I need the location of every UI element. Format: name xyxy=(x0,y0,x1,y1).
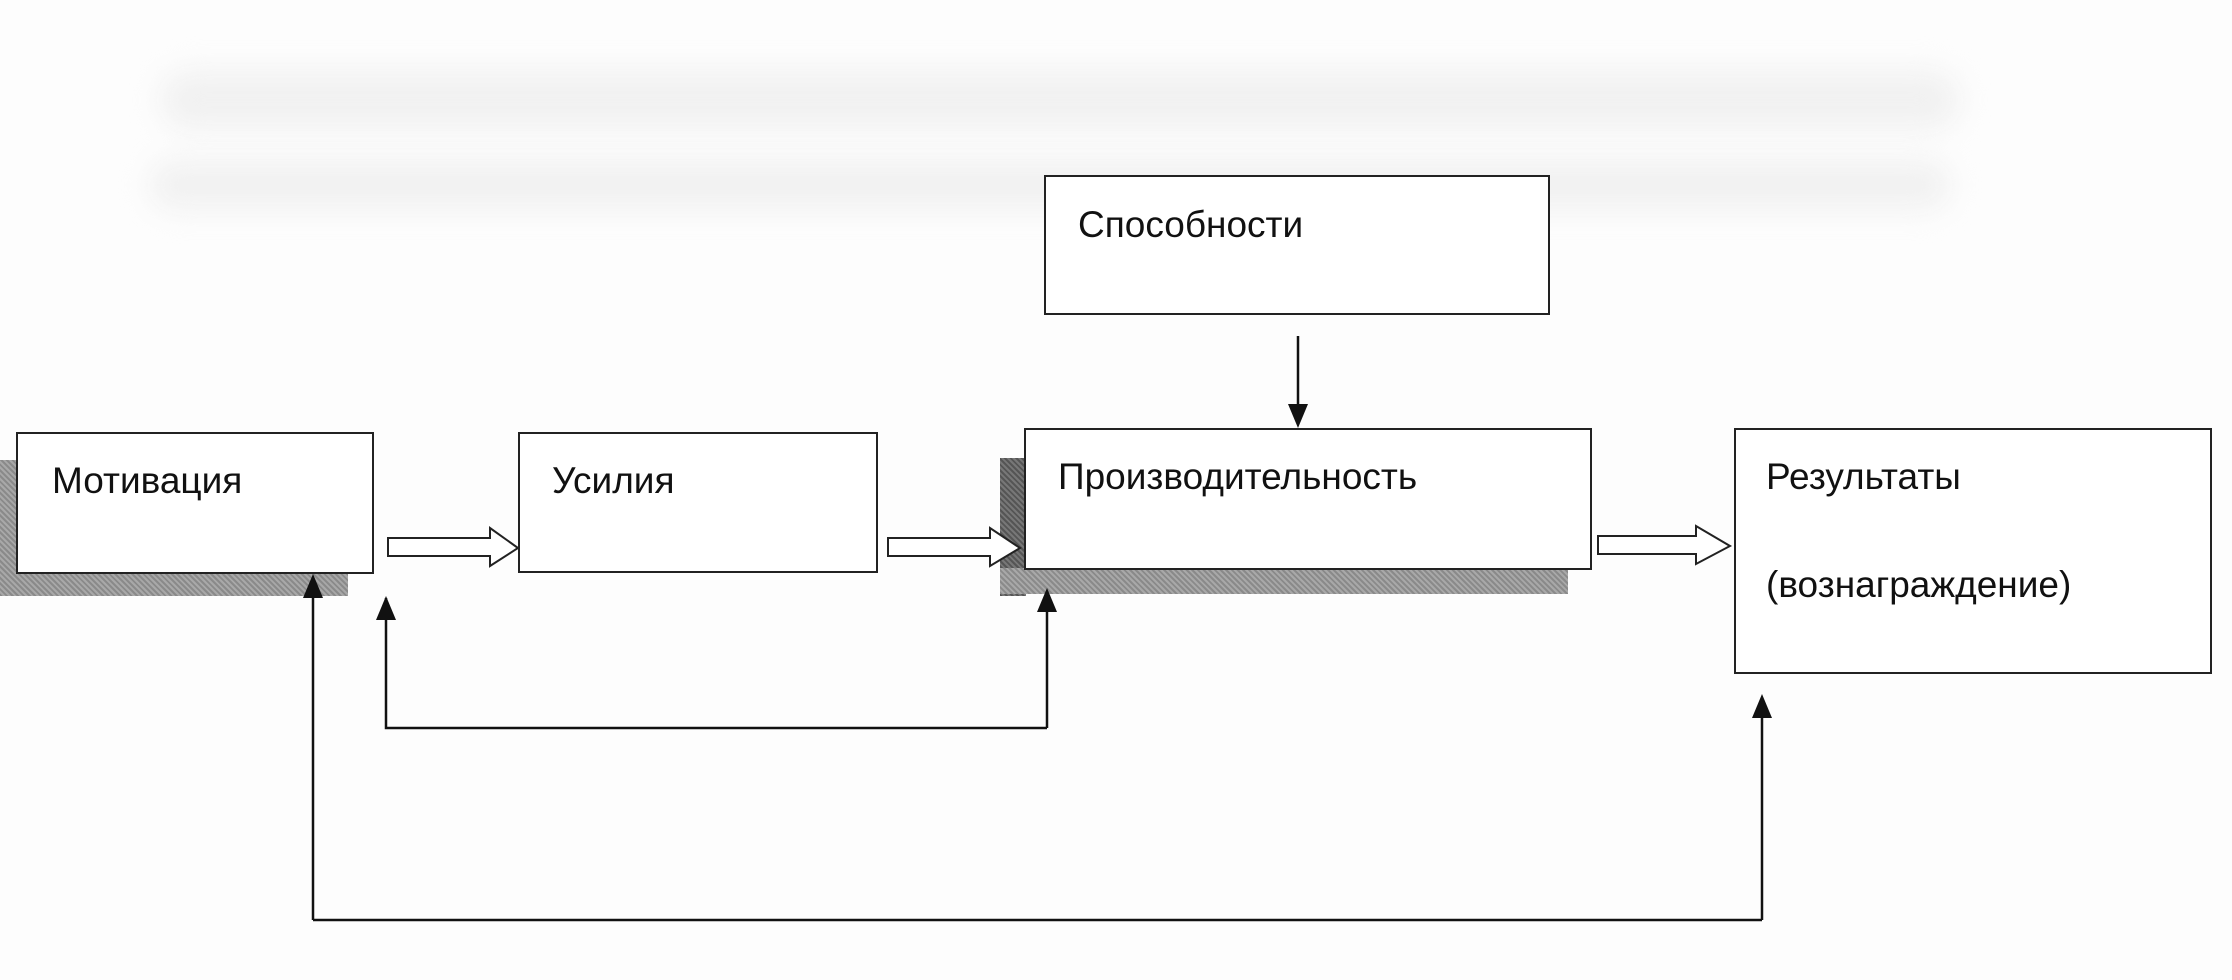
arrowhead-abilities-to-performance xyxy=(1288,404,1308,428)
abilities-label: Способности xyxy=(1078,204,1304,245)
motivation-label: Мотивация xyxy=(52,460,243,501)
arrowhead-feedback-effort xyxy=(376,596,396,620)
arrowhead-feedback-motivation xyxy=(303,574,323,598)
results-label-line2: (вознаграждение) xyxy=(1766,564,2072,605)
performance-label: Производительность xyxy=(1058,456,1418,497)
arrowhead-feedback-performance xyxy=(1037,588,1057,612)
effort-label: Усилия xyxy=(552,460,675,501)
arrowhead-feedback-results xyxy=(1752,694,1772,718)
motivation-box xyxy=(16,432,374,574)
performance-box xyxy=(1024,428,1592,570)
arrow-motivation-to-effort xyxy=(387,526,520,568)
feedback-line-bottom-1 xyxy=(384,598,1047,730)
effort-box xyxy=(518,432,878,573)
results-label-line1: Результаты xyxy=(1766,456,1961,497)
scan-artifact xyxy=(160,70,1960,130)
performance-shadow xyxy=(1000,568,1568,594)
arrow-performance-to-results xyxy=(1597,524,1733,566)
arrow-effort-to-performance xyxy=(887,526,1022,568)
results-box xyxy=(1734,428,2212,674)
abilities-box xyxy=(1044,175,1550,315)
